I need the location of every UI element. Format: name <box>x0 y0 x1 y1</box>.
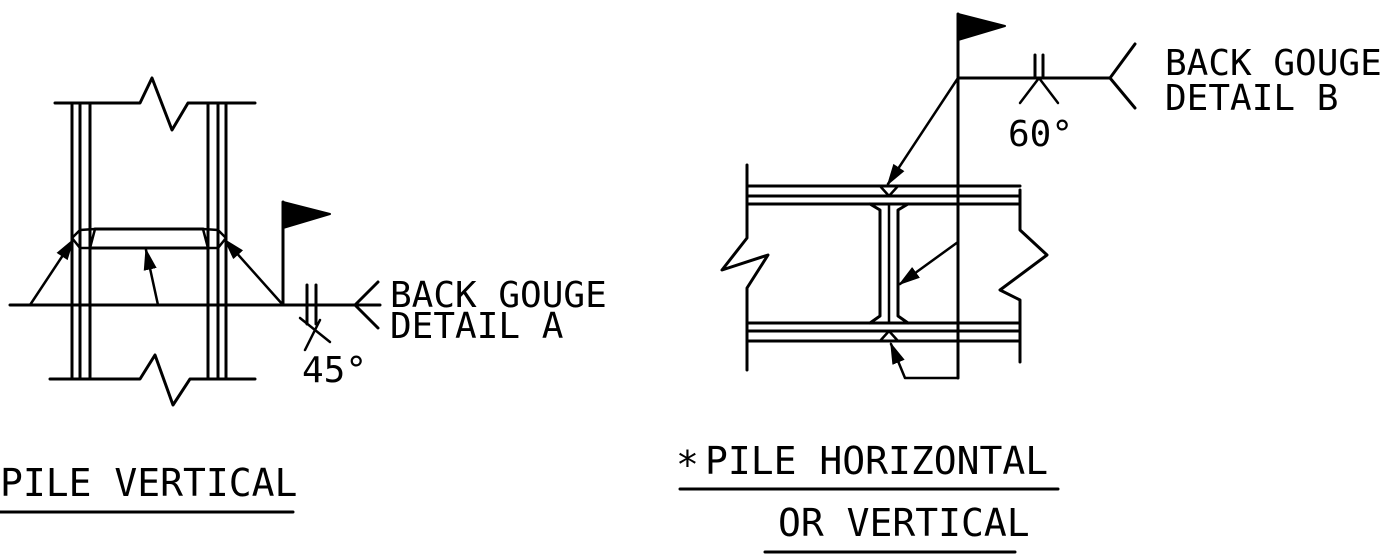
back-gouge-label-b-line2: DETAIL B <box>1165 78 1338 119</box>
asterisk-marker: * <box>676 443 699 487</box>
beam-left-break-line <box>720 163 770 372</box>
lower-flange <box>745 321 1022 343</box>
leader-arrow-left <box>28 238 75 307</box>
weld-tail-b <box>1108 42 1137 110</box>
leader-arrow-top <box>886 76 960 186</box>
title-pile-vertical: PILE VERTICAL <box>0 461 297 505</box>
detail-a: 45° BACK GOUGE DETAIL A PILE VERTICAL <box>0 76 607 514</box>
field-weld-flag-a <box>281 200 331 307</box>
angle-label-a: 45° <box>302 350 367 391</box>
leader-arrow-center <box>143 247 160 307</box>
weld-tail-a <box>353 280 380 330</box>
pile-top-break-line <box>53 76 257 132</box>
web-plate-b <box>868 184 910 343</box>
back-gouge-label-b-line1: BACK GOUGE <box>1165 43 1382 84</box>
leader-arrow-web <box>898 240 960 286</box>
upper-flange <box>745 184 1022 206</box>
pile-bottom-break-line <box>48 353 257 407</box>
title-or-vertical: OR VERTICAL <box>778 501 1030 545</box>
back-gouge-label-a-line1: BACK GOUGE <box>390 275 607 316</box>
back-gouge-label-a-line2: DETAIL A <box>390 306 564 347</box>
weld-symbol-a <box>298 283 332 352</box>
angle-label-b: 60° <box>1008 114 1073 155</box>
weld-symbol-b <box>1018 53 1060 105</box>
leader-arrow-right <box>223 238 285 307</box>
beam-right-break-line <box>998 188 1049 364</box>
field-weld-flag-b <box>956 12 1006 80</box>
web-plate <box>70 227 228 250</box>
title-pile-horizontal: PILE HORIZONTAL <box>705 439 1048 483</box>
detail-b: 60° BACK GOUGE DETAIL B * PILE HORIZONTA… <box>676 12 1382 554</box>
leader-arrow-bottom <box>889 341 960 380</box>
